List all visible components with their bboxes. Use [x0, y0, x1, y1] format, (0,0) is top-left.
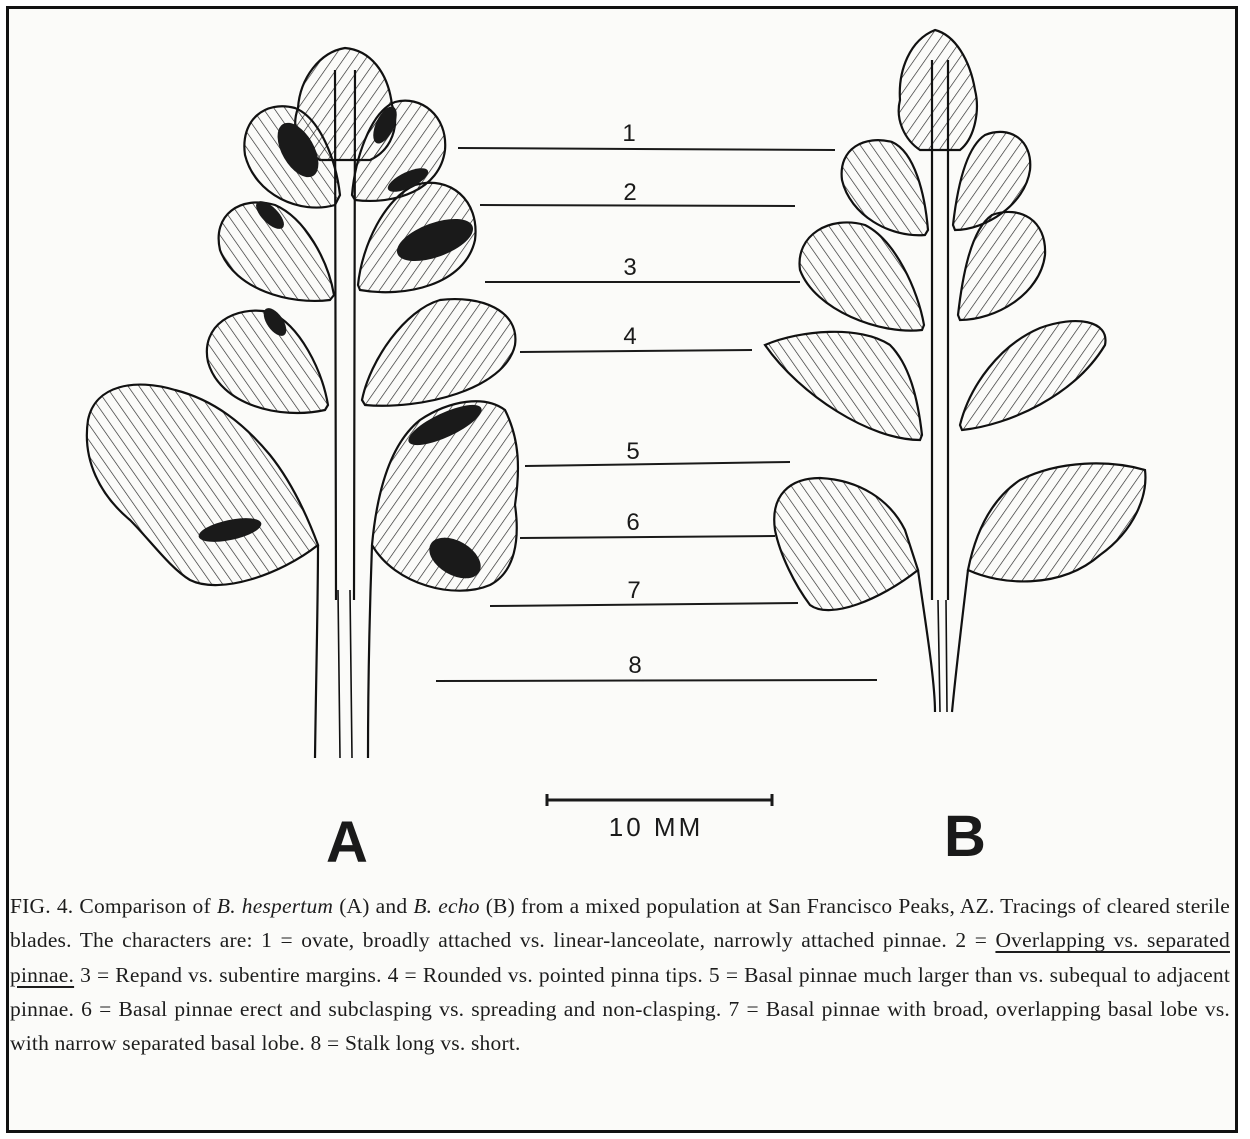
- character-number-7: 7: [627, 577, 640, 604]
- caption-text-2: (A) and: [333, 894, 413, 918]
- character-line-8: [436, 680, 877, 681]
- specimen-b-blade: [765, 30, 1145, 712]
- scale-bar-label: 10 MM: [609, 812, 703, 842]
- character-number-1: 1: [622, 120, 635, 147]
- character-number-4: 4: [623, 323, 636, 350]
- character-number-8: 8: [628, 652, 641, 679]
- caption-fig-label: FIG. 4.: [10, 894, 73, 918]
- caption-text-1: Comparison of: [73, 894, 216, 918]
- character-line-6: [520, 536, 775, 538]
- specimen-b-label: B: [944, 804, 986, 869]
- species-a-name: B. hespertum: [217, 894, 333, 918]
- fern-figure: 1 2 3 4 5 6 7 8 10 MM A B: [0, 0, 1250, 890]
- character-line-7: [490, 603, 798, 606]
- character-number-2: 2: [623, 179, 636, 206]
- character-number-3: 3: [623, 254, 636, 281]
- character-line-5: [525, 462, 790, 466]
- character-line-2: [480, 205, 795, 206]
- species-b-name: B. echo: [413, 894, 479, 918]
- character-number-6: 6: [626, 509, 639, 536]
- character-line-1: [458, 148, 835, 150]
- scale-bar: [547, 794, 772, 806]
- caption-text-4: 3 = Repand vs. subentire margins. 4 = Ro…: [10, 963, 1230, 1056]
- character-line-4: [520, 350, 752, 352]
- character-number-5: 5: [626, 438, 639, 465]
- specimen-a-label: A: [326, 810, 368, 875]
- specimen-a-blade: [87, 48, 518, 758]
- figure-caption: FIG. 4. Comparison of B. hespertum (A) a…: [10, 889, 1230, 1060]
